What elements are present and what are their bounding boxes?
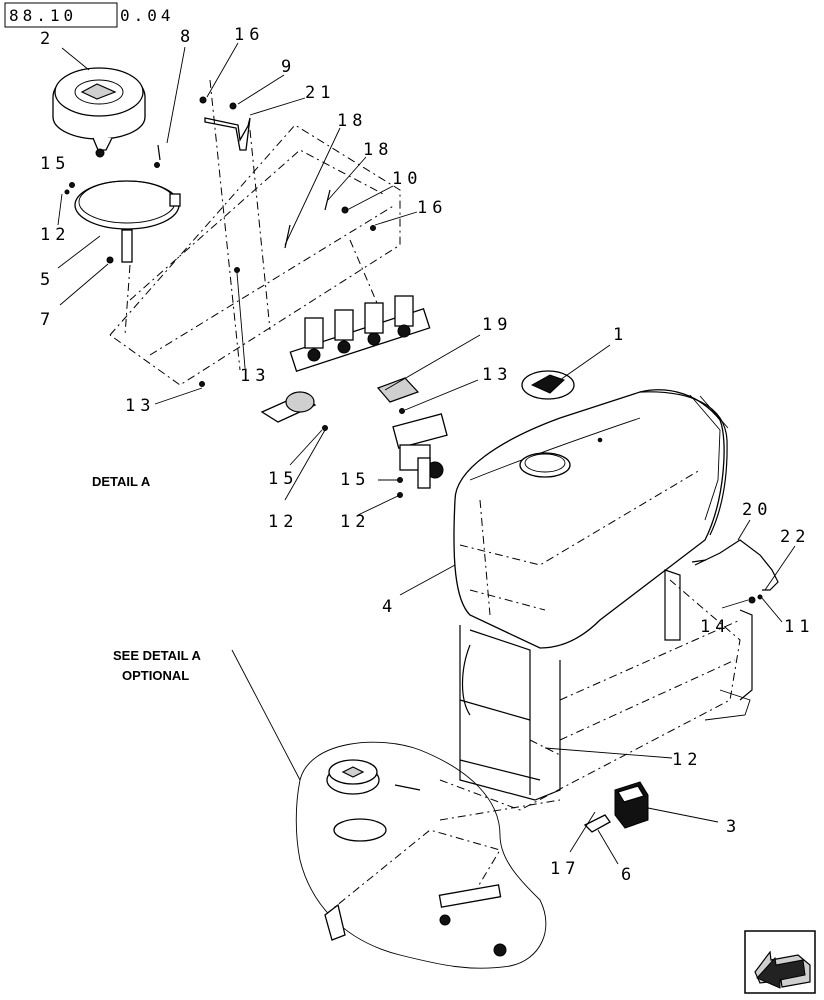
callout-9: 9	[281, 57, 296, 77]
band-clamp-part	[74, 180, 181, 263]
callout-17: 17	[550, 859, 580, 879]
main-tank	[453, 389, 729, 649]
callout-4: 4	[382, 597, 397, 617]
valve-manifold	[260, 295, 431, 423]
screw-15	[69, 182, 75, 188]
callout-10: 10	[392, 169, 422, 189]
callout-18: 18	[337, 111, 367, 131]
page-ref-box	[4, 2, 118, 28]
callout-18b: 18	[363, 140, 393, 160]
callout-3: 3	[726, 817, 741, 837]
callout-12d: 12	[672, 750, 702, 770]
callout-22: 22	[780, 527, 810, 547]
valve-assembly	[392, 413, 448, 489]
tank-lid-part	[521, 370, 575, 400]
bolt-8	[157, 144, 161, 161]
screw-7	[106, 256, 114, 264]
callout-11: 11	[784, 617, 814, 637]
callout-13c: 13	[482, 365, 512, 385]
plate-19	[376, 377, 420, 403]
callout-6: 6	[621, 865, 636, 885]
callout-13b: 13	[125, 396, 155, 416]
callout-19: 19	[482, 315, 512, 335]
callout-8: 8	[180, 27, 195, 47]
callout-16: 16	[234, 25, 264, 45]
next-page-arrow-icon[interactable]	[744, 930, 816, 994]
callout-16b: 16	[417, 198, 447, 218]
optional-detail-thumbnail	[324, 759, 507, 957]
callout-15: 15	[40, 154, 70, 174]
leader-lines	[57, 42, 796, 865]
callout-14: 14	[700, 617, 730, 637]
page-ref-suffix: 0.04	[120, 6, 175, 25]
control-box-3	[614, 781, 649, 829]
see-detail-label: SEE DETAIL A	[113, 648, 201, 663]
bracket-21	[204, 117, 251, 151]
callout-12b: 12	[268, 512, 298, 532]
page-ref-boxed: 88.10	[9, 6, 77, 25]
hose-20	[694, 539, 779, 591]
optional-detail-outline	[295, 741, 547, 969]
callout-12: 12	[40, 225, 70, 245]
callout-1: 1	[613, 325, 628, 345]
callout-12c: 12	[340, 512, 370, 532]
callout-15c: 15	[340, 470, 370, 490]
bracket-6	[583, 814, 611, 833]
callout-21: 21	[305, 83, 335, 103]
filter-cap-part	[52, 67, 146, 158]
callout-20: 20	[742, 500, 772, 520]
callout-2: 2	[40, 29, 55, 49]
callout-5: 5	[40, 270, 55, 290]
support-frame	[439, 569, 753, 821]
callout-15b: 15	[268, 469, 298, 489]
callout-7: 7	[40, 310, 55, 330]
mounting-plate-dashed	[109, 79, 401, 386]
detail-a-label: DETAIL A	[92, 474, 151, 489]
optional-label: OPTIONAL	[122, 668, 189, 683]
callout-13: 13	[240, 366, 270, 386]
